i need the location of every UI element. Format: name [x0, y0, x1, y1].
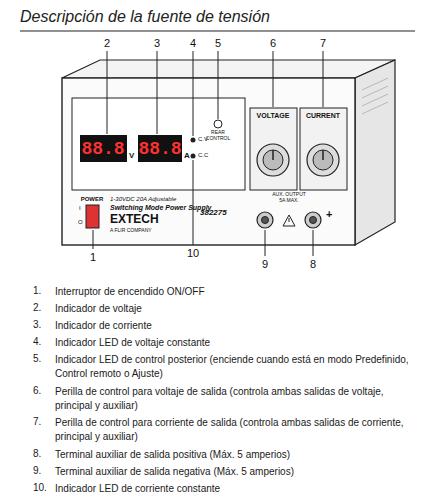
callout-number: 2 [104, 37, 110, 50]
panel-label: POWER [81, 196, 104, 203]
list-number: 8. [33, 448, 41, 460]
negative-terminal [257, 212, 273, 228]
brand-logo: EXTECH [110, 213, 159, 227]
list-text: Terminal auxiliar de salida positiva (Má… [55, 448, 415, 462]
list-number: 9. [33, 465, 41, 477]
brand-text: A FLIR COMPANY [110, 228, 152, 234]
list-number: 4. [33, 336, 41, 348]
current-knob-cap [313, 150, 333, 170]
rear-control-led [214, 120, 222, 128]
list-number: 3. [33, 319, 41, 331]
list-text: Indicador de corriente [55, 319, 415, 333]
unit-label: V [129, 151, 134, 160]
list-text: Interruptor de encendido ON/OFF [55, 285, 415, 299]
current-digits: 88.8 [138, 139, 181, 160]
list-text: Perilla de control para voltaje de salid… [55, 385, 415, 412]
terminal-label: AUX. OUTPUT [272, 192, 306, 198]
list-text: Indicador LED de voltaje constante [55, 336, 415, 350]
cv-led [191, 138, 196, 143]
title-rule [20, 30, 415, 31]
switch-mark: O [78, 219, 83, 226]
callout-number: 7 [320, 37, 326, 50]
callout-number: 10 [187, 247, 199, 260]
led-label: C.C [198, 152, 208, 159]
front-panel [62, 78, 355, 245]
voltage-digits: 88.8 [81, 139, 124, 160]
panel-label: REAR [211, 130, 225, 136]
power-switch [86, 205, 99, 228]
voltage-knob-cap [263, 150, 283, 170]
callout-number: 9 [262, 258, 268, 271]
cc-led [191, 154, 196, 159]
model-number: 382275 [200, 208, 227, 217]
page-title: Descripción de la fuente de tensión [20, 8, 270, 26]
voltage-panel [250, 108, 297, 190]
list-number: 5. [33, 353, 41, 365]
list-number: 7. [33, 416, 41, 428]
unit-label: A [184, 151, 190, 160]
list-number: 6. [33, 385, 41, 397]
terminal-label: 5A MAX. [279, 198, 298, 204]
voltage-display [80, 135, 127, 162]
callout-number: 6 [270, 37, 276, 50]
model-text: Switching Mode Power Supply [110, 204, 212, 212]
callout-number: 3 [154, 37, 160, 50]
warning-triangle [283, 215, 295, 226]
callout-number: 4 [190, 37, 196, 50]
voltage-knob [257, 144, 289, 176]
current-display [138, 135, 182, 162]
current-panel [300, 108, 347, 190]
panel-label: VOLTAGE [257, 112, 290, 120]
list-text: Indicador LED de control posterior (enci… [55, 353, 415, 380]
positive-terminal [305, 212, 321, 228]
list-number: 2. [33, 302, 41, 314]
display-panel [72, 98, 245, 190]
model-text: 1-30VDC 20A Adjustable [110, 196, 176, 203]
list-text: Indicador de voltaje [55, 302, 415, 316]
callout-number: 1 [90, 251, 96, 264]
leader-lines [93, 51, 323, 256]
vent-lines [362, 78, 388, 114]
callout-number: 5 [215, 37, 221, 50]
panel-label: CURRENT [306, 112, 340, 120]
list-number: 1. [33, 285, 41, 297]
list-number: 10. [33, 482, 47, 494]
switch-mark: I [79, 205, 81, 212]
panel-label: CONTROL [206, 136, 230, 142]
callout-number: 8 [310, 258, 316, 271]
current-knob [307, 144, 339, 176]
housing-side [355, 60, 395, 245]
housing-top [62, 60, 395, 78]
list-text: Terminal auxiliar de salida negativa (Má… [55, 465, 415, 479]
polarity-mark: + [326, 208, 332, 221]
list-text: Perilla de control para corriente de sal… [55, 416, 415, 443]
list-text: Indicador LED de corriente constante [55, 482, 415, 496]
